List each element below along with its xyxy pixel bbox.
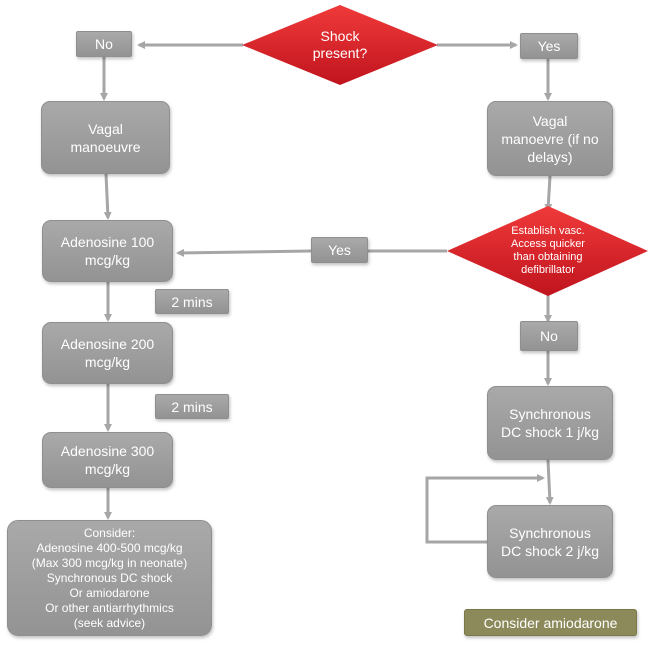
arrow-shock-loop <box>425 474 545 544</box>
adenosine-100-box: Adenosine 100 mcg/kg <box>42 220 173 282</box>
arrow-yes-label-to-ad100 <box>176 248 312 257</box>
consider-amiodarone-box: Consider amiodarone <box>464 609 637 636</box>
vagal-manoeuvre-box: Vagal manoeuvre <box>41 101 170 174</box>
decision-access-label: Establish vasc. Access quicker than obta… <box>511 225 585 276</box>
decision-shock-diamond <box>242 5 438 85</box>
interval-2-mins-1: 2 mins <box>155 289 229 314</box>
label-yes-mid: Yes <box>311 237 368 263</box>
dc-shock-2-box: Synchronous DC shock 2 j/kg <box>487 505 613 578</box>
label-no-top: No <box>76 31 132 57</box>
decision-access-diamond <box>447 206 648 296</box>
consider-options-box: Consider: Adenosine 400-500 mcg/kg (Max … <box>7 520 212 636</box>
decision-shock-label: Shock present? <box>312 28 368 61</box>
arrow-shock1-to-shock2 <box>545 459 554 505</box>
adenosine-200-box: Adenosine 200 mcg/kg <box>42 322 173 384</box>
vagal-manoevre-right-box: Vagal manoevre (if no delays) <box>487 101 613 176</box>
interval-2-mins-2: 2 mins <box>155 394 229 419</box>
label-no-mid: No <box>520 321 578 351</box>
dc-shock-1-box: Synchronous DC shock 1 j/kg <box>487 386 613 460</box>
arrow-vagal-to-ad100 <box>103 173 112 220</box>
arrow-vagal-to-access <box>544 175 553 212</box>
label-yes-top: Yes <box>520 33 578 59</box>
adenosine-300-box: Adenosine 300 mcg/kg <box>42 432 173 488</box>
